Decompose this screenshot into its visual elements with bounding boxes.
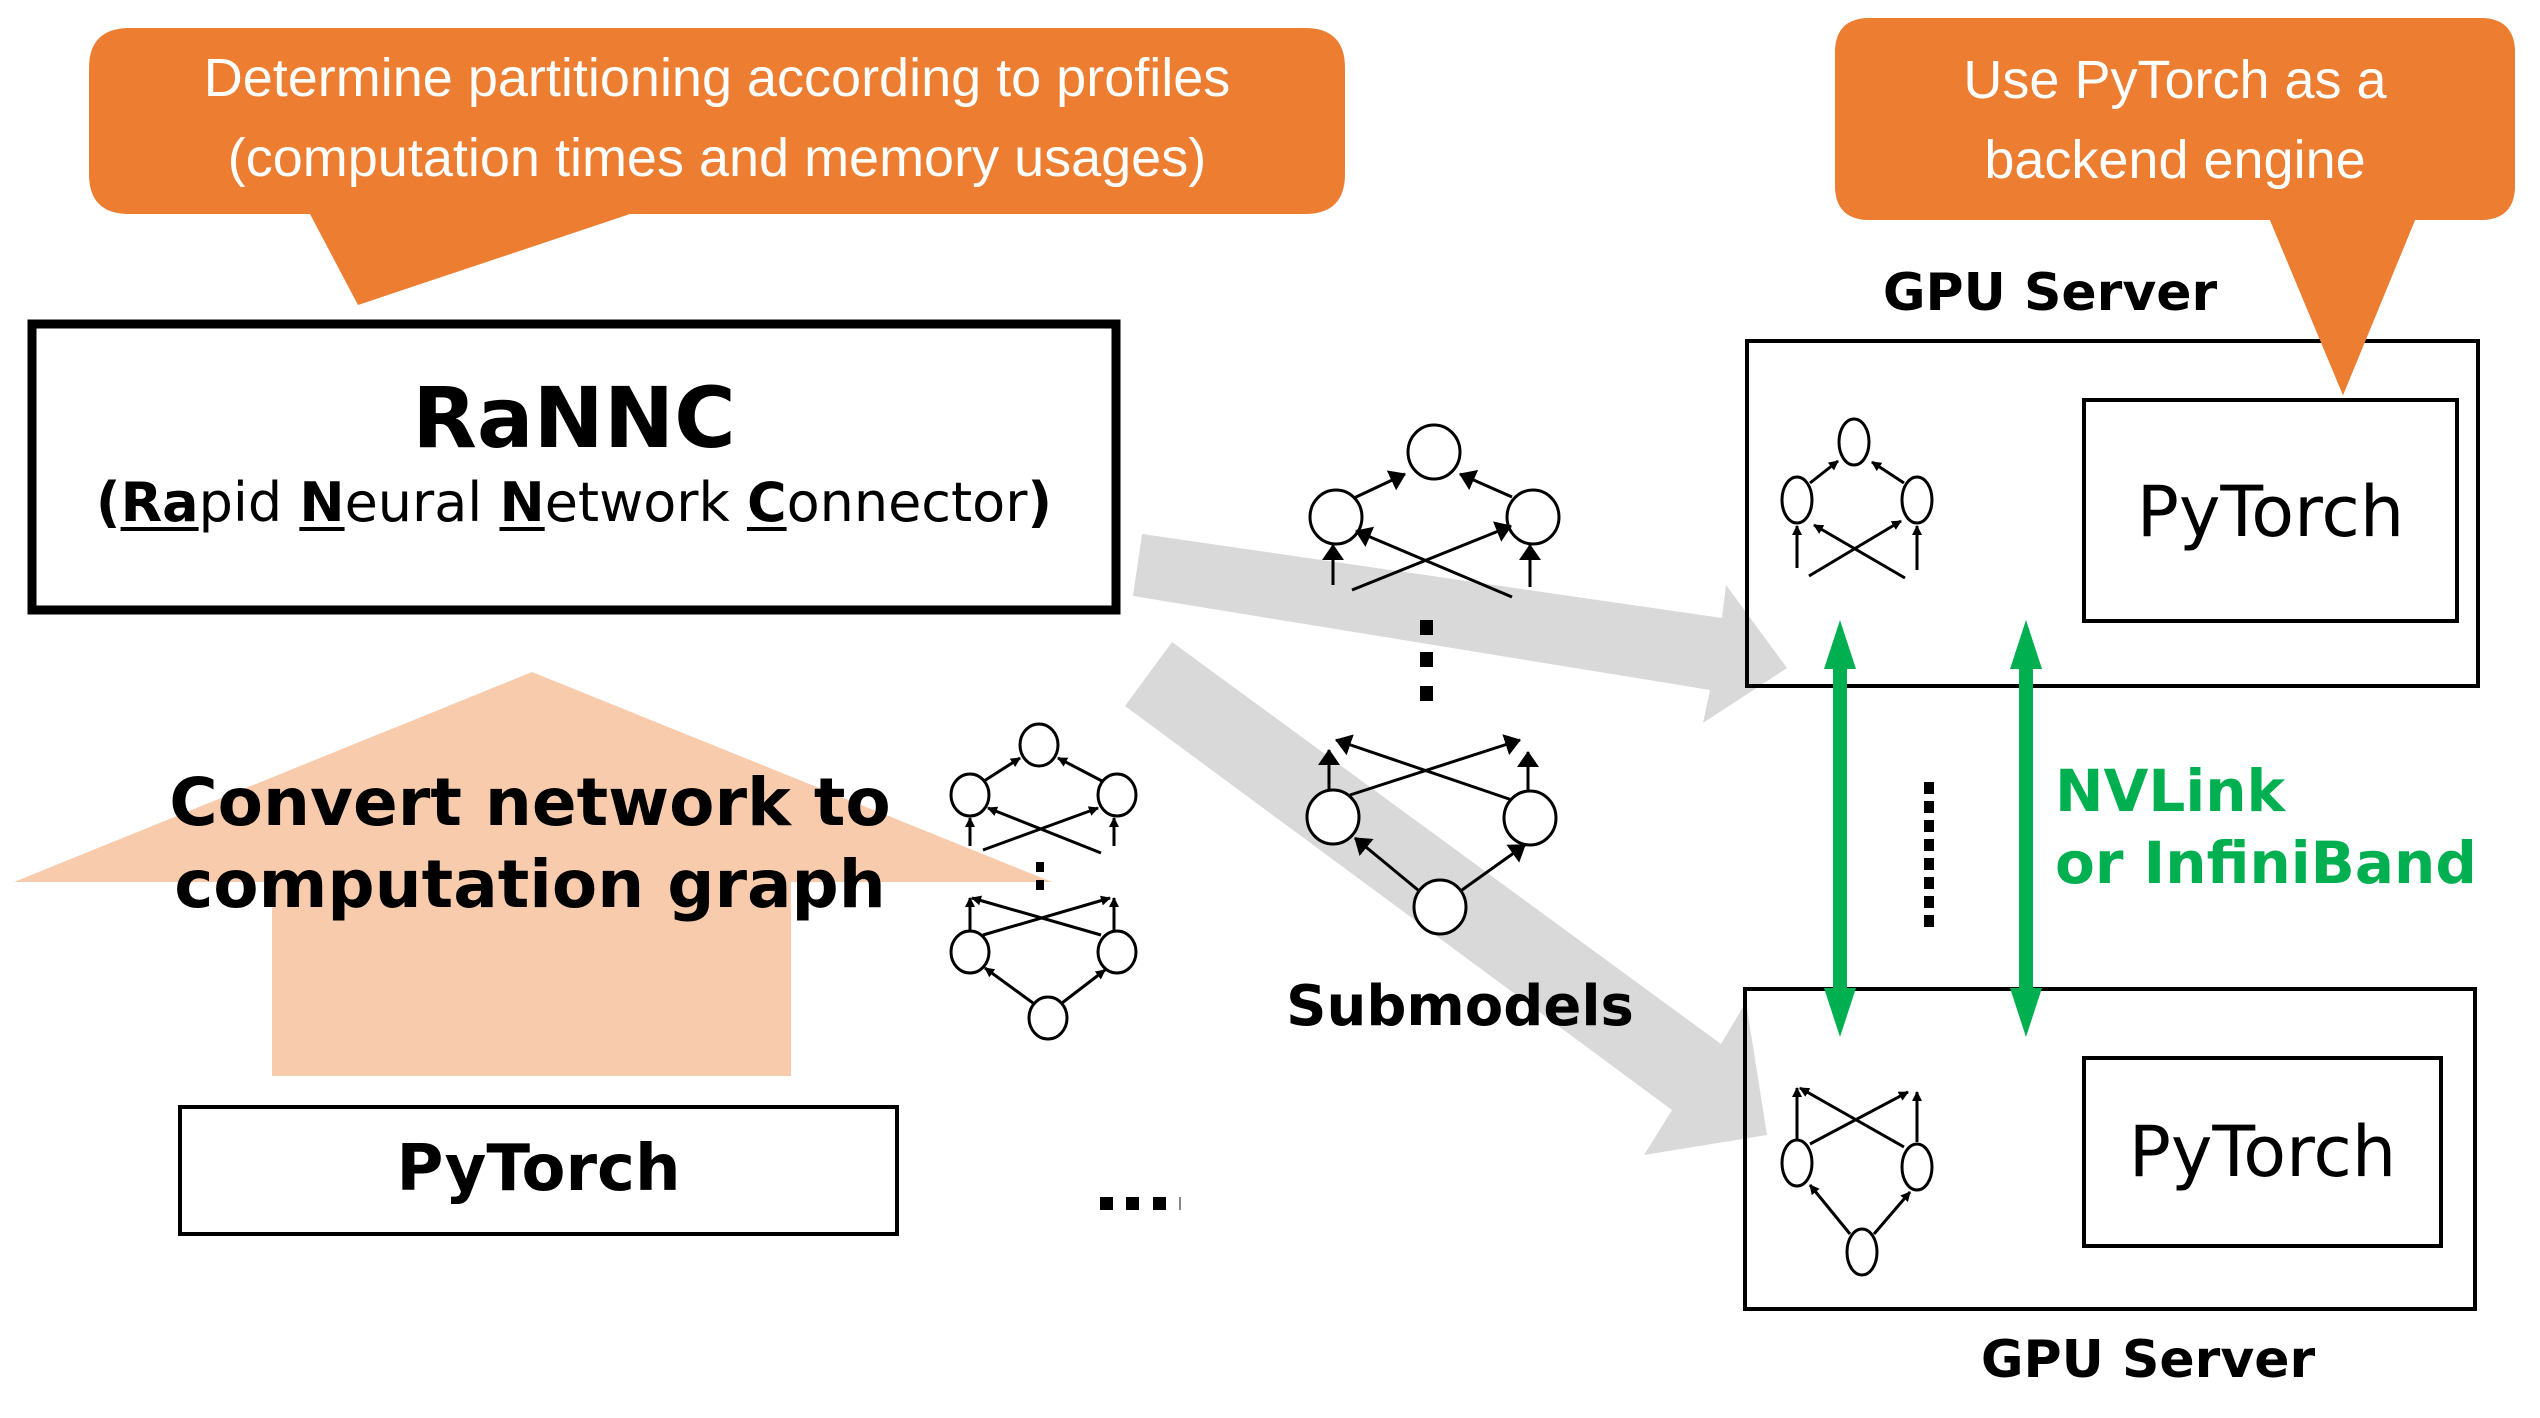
pytorch-engine-top-label: PyTorch [2136, 471, 2405, 553]
rannc-subtitle-part: N [299, 471, 345, 534]
small-graph [949, 722, 1138, 1041]
submodel-graph-bottom [1305, 734, 1558, 936]
flow-arrow-to-top-server [1133, 534, 1787, 723]
gpu-server-bottom-label: GPU Server [1980, 1330, 2316, 1390]
server-bottom-graph [1780, 1086, 1934, 1277]
submodel-ellipsis-vertical [1420, 620, 1433, 701]
rannc-subtitle-part: pid [198, 471, 300, 534]
rannc-subtitle-part: etwork [544, 471, 747, 534]
backend-callout-line1: Use PyTorch as a [1963, 50, 2387, 110]
partitioning-callout-line2: (computation times and memory usages) [227, 128, 1207, 188]
rannc-subtitle-part: onnector [786, 471, 1028, 534]
rannc-subtitle-part: Ra [120, 471, 199, 534]
convert-label-line2: computation graph [174, 846, 886, 923]
gpu-server-top-label: GPU Server [1882, 263, 2218, 323]
submodels-label: Submodels [1286, 974, 1634, 1039]
server-ellipsis-vertical [1924, 782, 1934, 927]
rannc-box [27, 319, 1121, 615]
rannc-title: RaNNC [412, 369, 736, 467]
pytorch-frontend-box [178, 1105, 899, 1236]
gpu-server-top-box [1745, 339, 2480, 688]
backend-callout-text: Use PyTorch as a backend engine [1835, 40, 2515, 200]
interconnect-arrows [1824, 620, 2042, 1037]
pytorch-engine-top-box [2082, 398, 2459, 623]
rannc-subtitle-part: ) [1027, 471, 1053, 534]
partitioning-callout-text: Determine partitioning according to prof… [89, 38, 1345, 198]
rannc-subtitle-part: C [746, 471, 787, 534]
pytorch-frontend-label: PyTorch [396, 1132, 681, 1206]
rannc-subtitle: (Rapid Neural Network Connector) [32, 468, 1116, 538]
interconnect-label-line2: or InfiniBand [2055, 829, 2477, 897]
interconnect-label-line1: NVLink [2055, 757, 2286, 825]
interconnect-label: NVLink or InfiniBand [2055, 755, 2477, 899]
partitioning-callout [89, 28, 1345, 305]
convert-label: Convert network to computation graph [90, 762, 970, 926]
pytorch-engine-bottom-label: PyTorch [2128, 1111, 2397, 1193]
convert-arrow [14, 672, 1052, 1076]
rannc-subtitle-part: eural [344, 471, 500, 534]
submodel-graph-top [1308, 423, 1561, 599]
convert-label-line1: Convert network to [169, 764, 891, 841]
partitioning-callout-line1: Determine partitioning according to prof… [203, 48, 1231, 108]
rannc-subtitle-part: ( [95, 471, 121, 534]
server-top-graph [1780, 417, 1934, 580]
backend-callout-line2: backend engine [1984, 130, 2366, 190]
gpu-server-bottom-box [1743, 987, 2477, 1311]
rannc-subtitle-part: N [499, 471, 545, 534]
submodels-ellipsis-horizontal [1100, 1197, 1181, 1210]
pytorch-engine-bottom-box [2082, 1056, 2443, 1248]
